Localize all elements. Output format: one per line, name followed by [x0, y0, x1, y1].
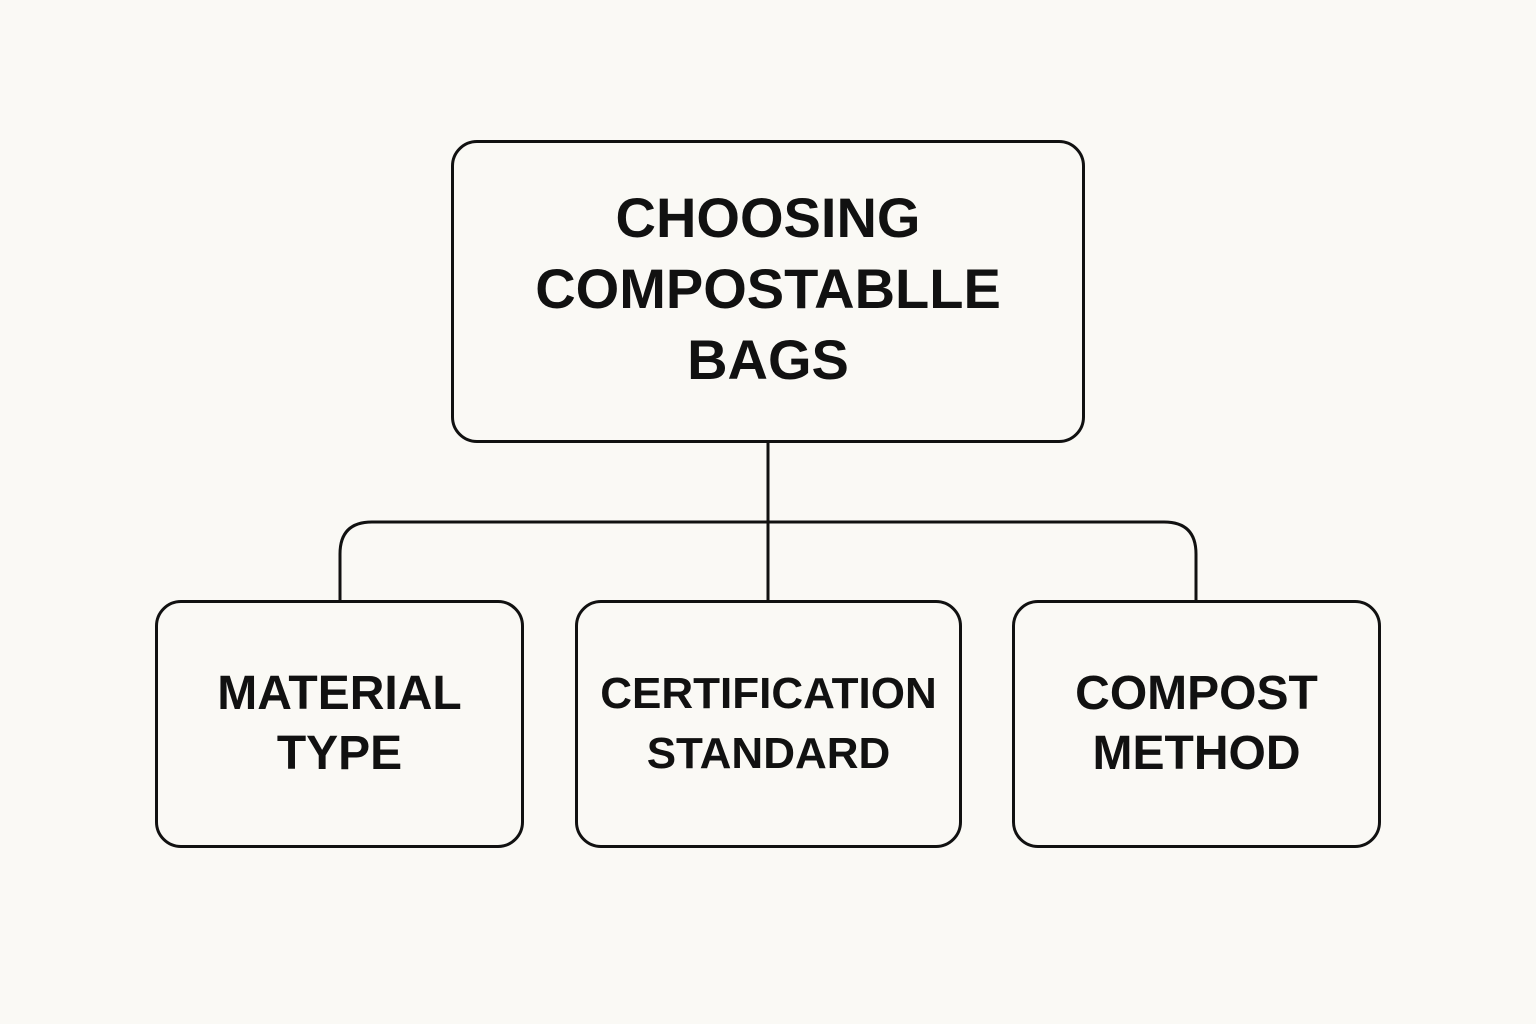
child-2-label-line-1: CERTIFICATION [600, 669, 937, 718]
root-node: CHOOSING COMPOSTABLLE BAGS [451, 140, 1085, 443]
connector-right-branch [768, 520, 1198, 600]
root-label-line-1: CHOOSING [615, 186, 921, 249]
child-1-label-line-2: TYPE [276, 727, 403, 780]
child-3-label-line-2: METHOD [1092, 727, 1301, 780]
root-label-line-3: BAGS [687, 328, 849, 391]
child-2-label-line-2: STANDARD [646, 729, 891, 778]
child-3-label-line-1: COMPOST [1075, 667, 1318, 720]
root-label-line-2: COMPOSTABLLE [535, 257, 1001, 320]
child-1-label-line-1: MATERIAL [217, 667, 462, 720]
child-node-compost-method: COMPOST METHOD [1012, 600, 1381, 848]
connector-left-branch [338, 520, 768, 600]
child-node-material-type: MATERIAL TYPE [155, 600, 524, 848]
child-node-certification-standard: CERTIFICATION STANDARD [575, 600, 962, 848]
